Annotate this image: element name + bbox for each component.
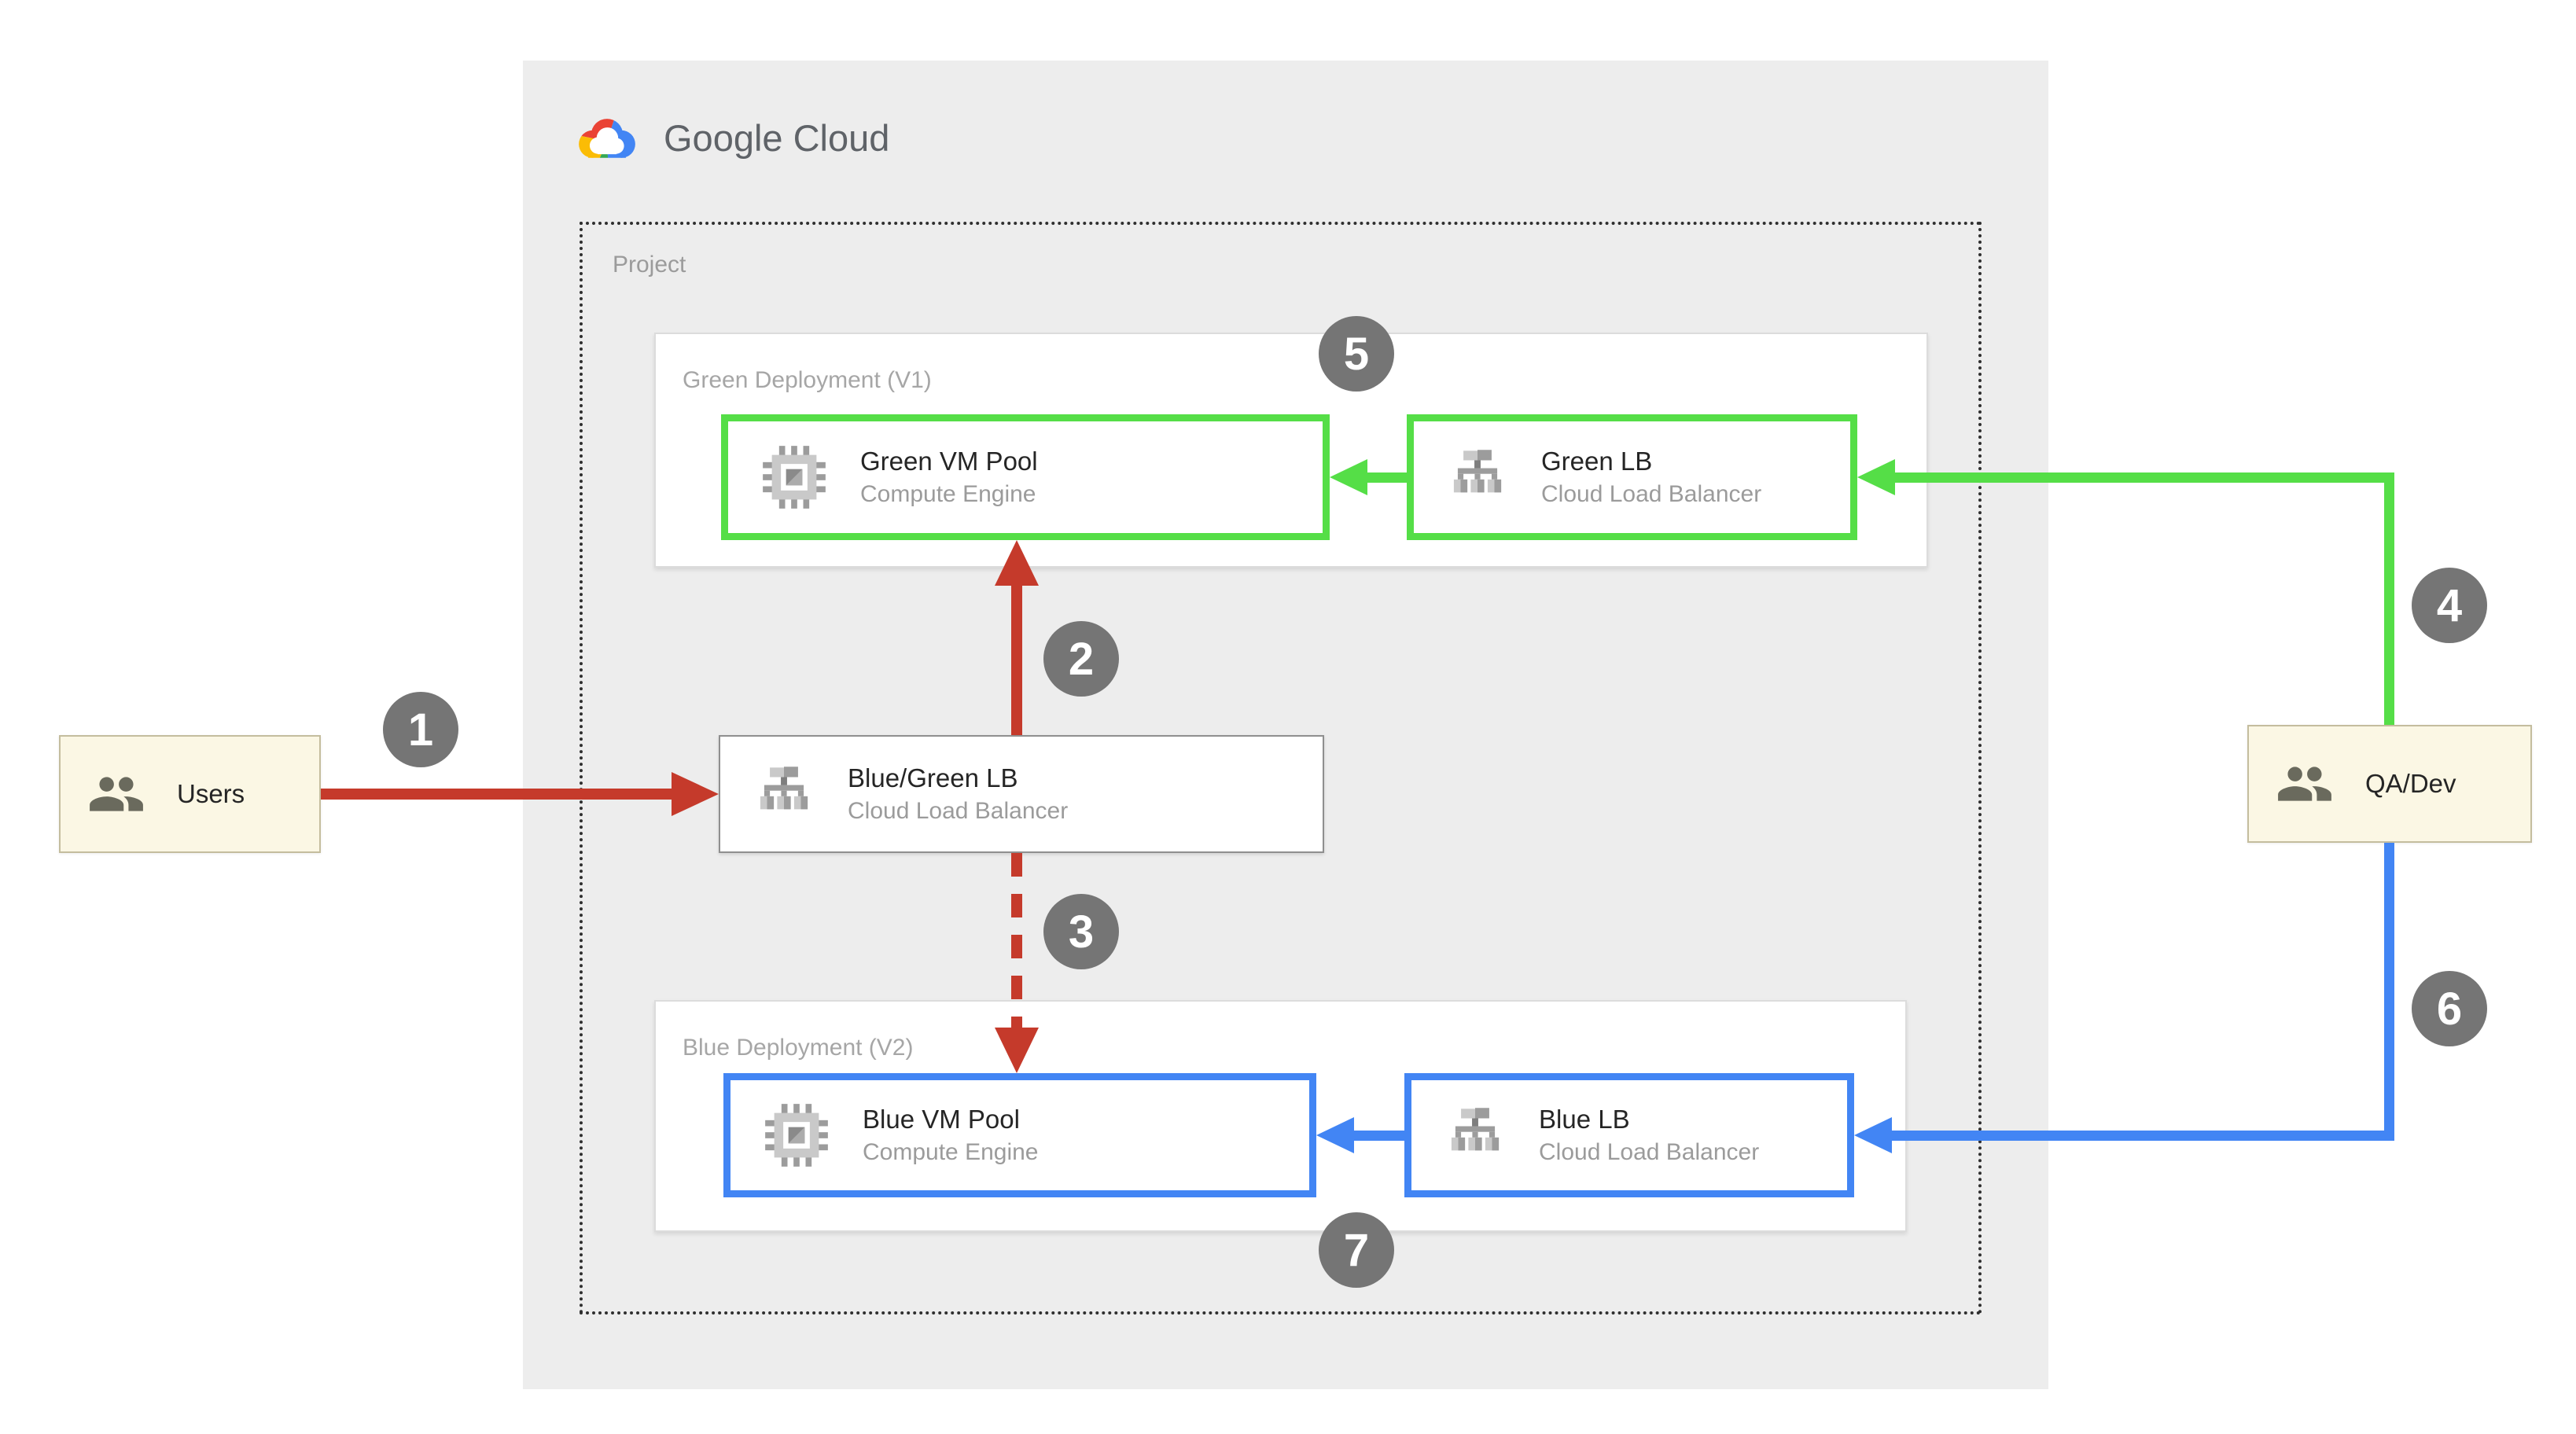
node-title: Blue LB — [1539, 1105, 1630, 1134]
blue-green-lb-node: Blue/Green LB Cloud Load Balancer — [719, 735, 1324, 853]
step-badge-2: 2 — [1043, 621, 1119, 697]
qa-dev-actor-box: QA/Dev — [2247, 725, 2532, 843]
arrow-green-lb-to-vm-shaft — [1366, 472, 1407, 483]
load-balancer-icon — [1451, 1108, 1500, 1151]
qa-dev-label: QA/Dev — [2365, 769, 2456, 798]
node-subtitle: Cloud Load Balancer — [1541, 481, 1762, 507]
arrow-qa-to-blue-lb-horizontal — [1890, 1131, 2394, 1141]
arrow-blue-lb-to-vm-head — [1316, 1117, 1354, 1153]
node-title: Green LB — [1541, 447, 1653, 476]
blue-vm-pool-node: Blue VM Pool Compute Engine — [723, 1073, 1316, 1197]
step-badge-4: 4 — [2412, 568, 2487, 643]
compute-engine-icon — [765, 1104, 828, 1167]
step-badge-7: 7 — [1319, 1212, 1394, 1288]
step-badge-1: 1 — [383, 692, 458, 767]
load-balancer-icon — [1453, 450, 1502, 493]
node-title: Green VM Pool — [860, 447, 1038, 476]
step-badge-5: 5 — [1319, 316, 1394, 392]
arrow-qa-to-green-lb-vertical — [2384, 472, 2394, 725]
arrow-qa-to-green-lb-horizontal — [1893, 472, 2394, 483]
node-subtitle: Cloud Load Balancer — [848, 798, 1069, 824]
project-label: Project — [613, 252, 686, 278]
arrow-users-to-lb-shaft — [321, 789, 675, 800]
step-badge-3: 3 — [1043, 894, 1119, 969]
green-vm-pool-node: Green VM Pool Compute Engine — [721, 414, 1330, 540]
blue-deployment-label: Blue Deployment (V2) — [683, 1035, 914, 1061]
green-deployment-label: Green Deployment (V1) — [683, 367, 932, 393]
people-icon — [90, 777, 143, 811]
node-subtitle: Compute Engine — [860, 481, 1036, 507]
load-balancer-icon — [760, 767, 808, 810]
google-cloud-logo: Google Cloud — [571, 108, 889, 167]
arrow-lb-to-blue-vm-shaft — [1011, 853, 1022, 1029]
node-title: Blue/Green LB — [848, 763, 1018, 792]
node-title: Blue VM Pool — [863, 1105, 1020, 1134]
arrow-qa-to-blue-lb-head — [1854, 1117, 1892, 1153]
google-cloud-cloud-icon — [579, 119, 635, 158]
step-badge-6: 6 — [2412, 971, 2487, 1046]
users-actor-box: Users — [59, 735, 321, 853]
people-icon — [2278, 767, 2331, 801]
node-subtitle: Cloud Load Balancer — [1539, 1139, 1760, 1165]
arrow-blue-lb-to-vm-shaft — [1352, 1131, 1404, 1141]
arrow-qa-to-green-lb-head — [1857, 459, 1895, 495]
green-lb-node: Green LB Cloud Load Balancer — [1407, 414, 1857, 540]
arrow-users-to-lb-head — [672, 772, 719, 816]
arrow-green-lb-to-vm-head — [1330, 459, 1367, 495]
arrow-lb-to-green-vm-head — [995, 540, 1039, 586]
google-cloud-wordmark: Google Cloud — [664, 116, 890, 159]
project-boundary: Project — [580, 222, 1982, 1314]
arrow-lb-to-blue-vm-head — [995, 1028, 1039, 1073]
node-subtitle: Compute Engine — [863, 1139, 1039, 1165]
users-label: Users — [177, 779, 245, 808]
arrow-qa-to-blue-lb-vertical — [2384, 843, 2394, 1141]
blue-lb-node: Blue LB Cloud Load Balancer — [1404, 1073, 1854, 1197]
arrow-lb-to-green-vm-shaft — [1011, 583, 1022, 735]
compute-engine-icon — [763, 446, 826, 509]
